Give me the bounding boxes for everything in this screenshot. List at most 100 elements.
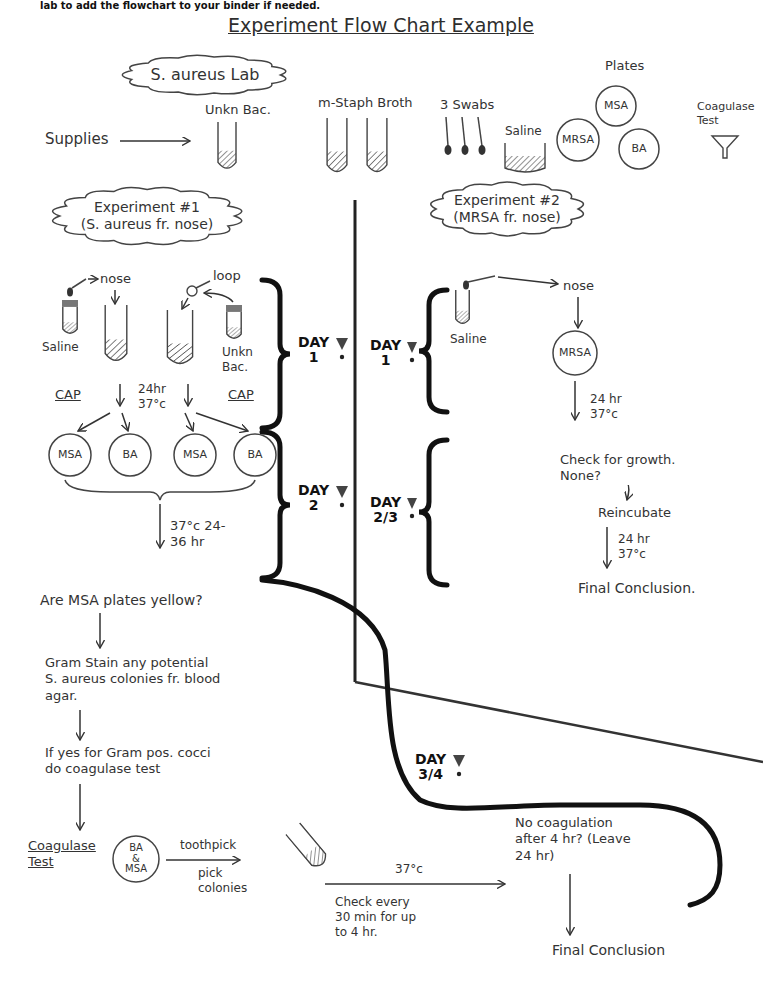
cloud-shape	[431, 182, 584, 236]
agar-plate: MSA	[48, 433, 92, 477]
broth-tube	[105, 305, 127, 360]
node-text-group: Experiment #1(S. aureus fr. nose)	[81, 199, 214, 233]
flow-arrow	[569, 874, 571, 935]
step-label: Final Conclusion	[552, 942, 665, 960]
cloud-shape	[52, 187, 241, 244]
step-label: Gram Stain any potential S. aureus colon…	[45, 655, 223, 704]
plate-label: MSA	[604, 99, 628, 112]
flow-arrow	[79, 710, 81, 740]
step-label: CAP	[228, 387, 254, 403]
chart-title: Experiment Flow Chart Example	[228, 14, 534, 38]
day-label: DAY 2/3	[370, 495, 401, 526]
flow-arrow	[79, 784, 81, 830]
day-brace-curve	[262, 580, 720, 905]
cloud-text: (S. aureus fr. nose)	[81, 216, 214, 233]
flow-arrow	[574, 381, 576, 420]
node-text-group: MSA	[183, 448, 207, 461]
plate-circle	[553, 331, 597, 375]
step-label: 24 hr 37°c	[618, 532, 660, 562]
flow-arrow	[577, 297, 579, 328]
node-text-group: BA & MSA	[125, 843, 147, 875]
agar-plate: MSA	[595, 85, 637, 127]
swab-tip	[479, 145, 486, 155]
swab-stick	[462, 117, 465, 146]
plate-circle	[596, 86, 636, 126]
swab-tip	[67, 288, 73, 297]
swab-stick	[446, 117, 448, 146]
flow-arrow	[114, 290, 116, 304]
saline-tube	[456, 290, 470, 323]
test-tube	[218, 122, 236, 168]
cloud-text: S. aureus Lab	[151, 65, 260, 84]
node-text-group: BA	[247, 448, 262, 461]
plate-circle	[234, 434, 276, 476]
flow-arrow	[196, 413, 248, 431]
step-label: Saline	[450, 332, 487, 347]
node-text-group: MSA	[604, 99, 628, 112]
step-label: nose	[100, 271, 131, 287]
pin-mark	[336, 338, 348, 350]
agar-plate: MSA	[173, 433, 217, 477]
step-label: Reincubate	[598, 505, 671, 521]
flow-arrow	[122, 413, 128, 431]
flow-arrow	[498, 277, 558, 284]
flow-arrow	[78, 413, 110, 431]
step-label: Final Conclusion.	[578, 580, 695, 598]
divider-line	[355, 682, 763, 762]
swab-tip	[462, 145, 469, 155]
plate-circle	[557, 119, 599, 161]
step-label: lab to add the flowchart to your binder …	[40, 0, 320, 13]
agar-plate: BA	[108, 433, 152, 477]
step-label: Check for growth. None?	[560, 452, 682, 485]
plate-label: MSA	[183, 448, 207, 461]
step-label: m-Staph Broth	[318, 95, 413, 111]
flow-arrow	[159, 504, 161, 548]
node-text-group: S. aureus Lab	[151, 65, 260, 84]
step-label: Coagulase Test	[28, 838, 96, 871]
pin-mark	[407, 342, 417, 353]
flow-arrow	[119, 384, 121, 406]
flow-arrow	[325, 883, 505, 885]
plate-label: MRSA	[562, 133, 594, 146]
pin-mark	[407, 498, 417, 509]
plate-circle	[619, 129, 659, 169]
flow-arrow	[166, 859, 240, 861]
step-label: Supplies	[45, 130, 108, 149]
step-label: Coagulase Test	[697, 100, 754, 128]
plate-circle	[113, 836, 159, 882]
flow-arrow	[88, 278, 98, 280]
day-label: DAY 3/4	[415, 752, 446, 783]
loop-handle	[196, 281, 210, 288]
flow-arrow	[606, 527, 608, 568]
step-label: Check every 30 min for up to 4 hr.	[335, 895, 417, 940]
day-brace	[419, 440, 447, 585]
step-label: 37°c	[395, 862, 423, 877]
supplies-arrow	[120, 140, 190, 142]
step-label: toothpick	[180, 838, 236, 853]
cloud-text: Experiment #2	[453, 192, 561, 209]
group-brace	[65, 480, 255, 500]
flow-arrow	[204, 293, 233, 302]
step-label: loop	[213, 268, 241, 284]
step-label: Unkn Bac.	[205, 102, 271, 118]
step-label: Saline	[42, 340, 79, 355]
flow-arrow	[99, 613, 101, 648]
node-text-group: MRSA	[559, 346, 591, 359]
pin-mark	[336, 486, 348, 498]
day-label: DAY 2	[298, 483, 329, 514]
pin-dot	[410, 358, 414, 362]
day-label: DAY 1	[370, 338, 401, 369]
plate-circle	[109, 434, 151, 476]
day-brace	[419, 290, 447, 412]
swab-tip	[445, 145, 452, 155]
plate-label: BA	[122, 448, 137, 461]
plate-label: BA	[631, 142, 646, 155]
test-tube	[327, 118, 347, 172]
agar-plate: BA	[233, 433, 277, 477]
agar-plate: BA	[618, 128, 660, 170]
test-tube	[367, 118, 387, 172]
pin-dot	[457, 772, 461, 776]
inoculating-loop	[187, 286, 197, 296]
step-label: If yes for Gram pos. cocci do coagulase …	[45, 745, 217, 778]
step-label: 37°c 24-36 hr	[170, 518, 234, 551]
